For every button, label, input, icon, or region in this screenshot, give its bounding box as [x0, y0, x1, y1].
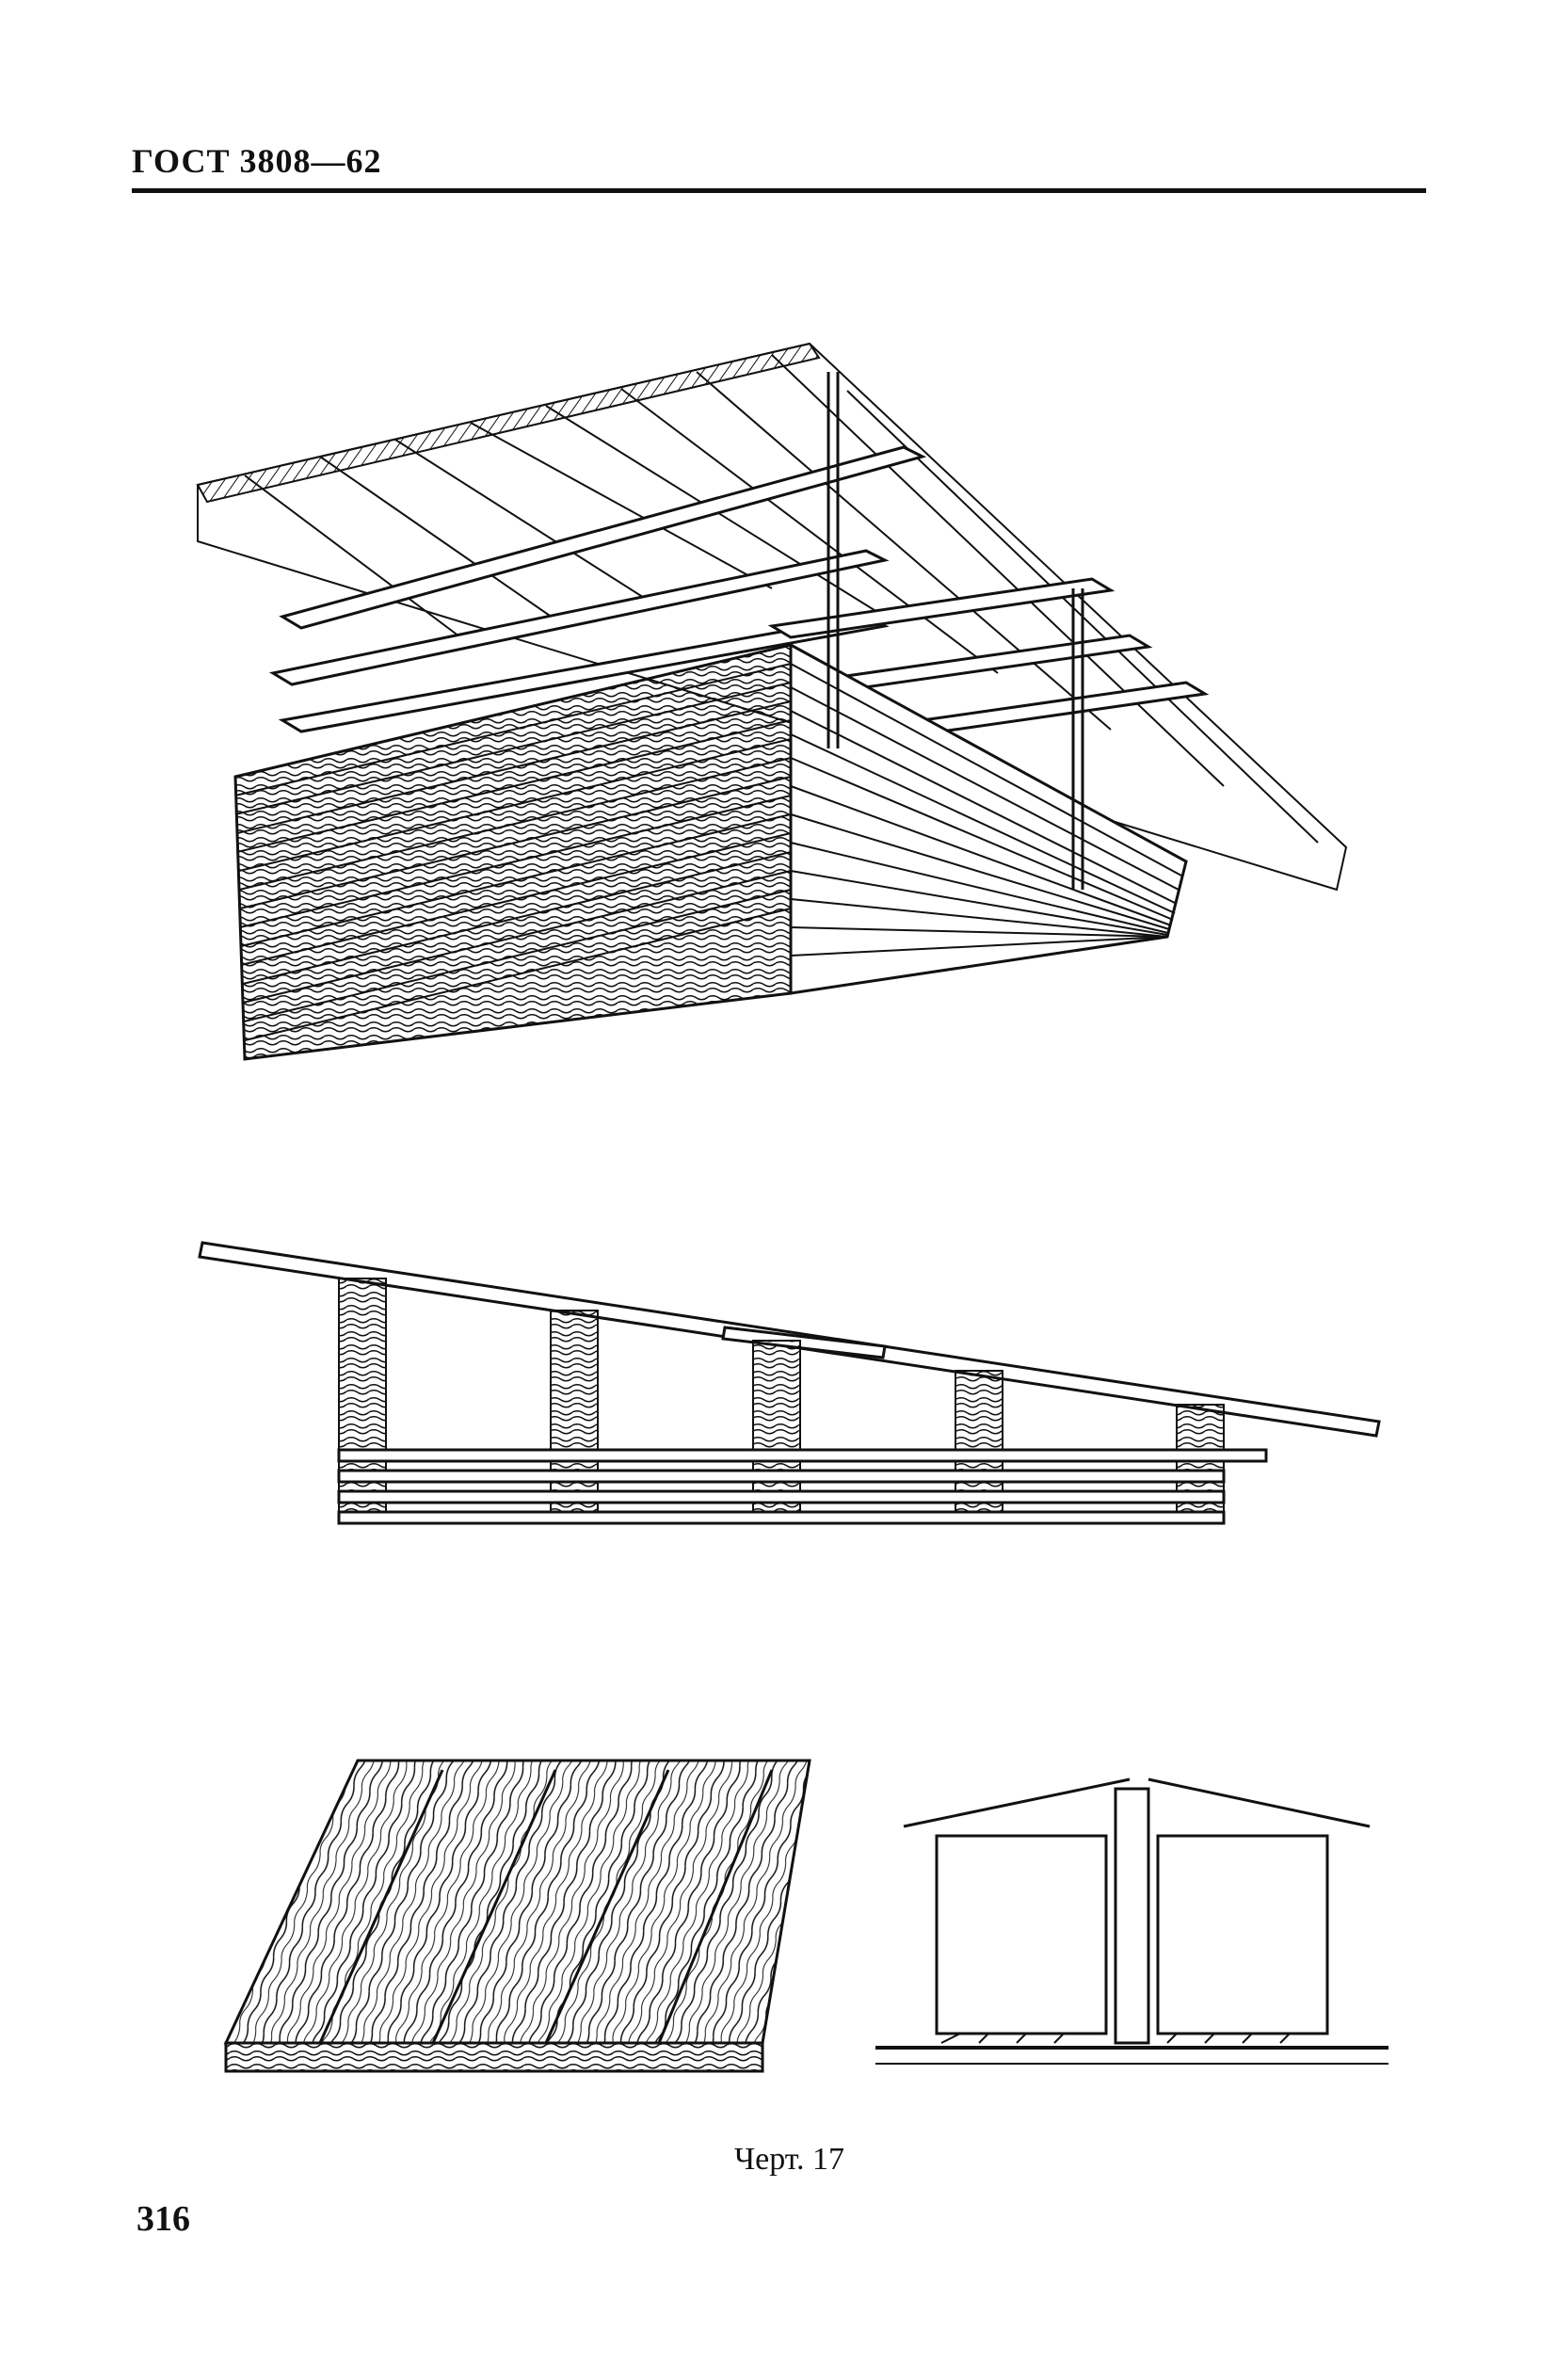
stack-perspective-drawing	[196, 342, 1348, 1061]
shed-elevation-drawing	[875, 1777, 1388, 2065]
figure-caption: Черт. 17	[734, 2142, 845, 2177]
boards-end-grain	[224, 2041, 764, 2073]
roof-edge-board	[196, 342, 821, 504]
roof-overlap-board	[721, 1326, 887, 1359]
center-post	[1114, 1787, 1150, 2045]
header-rule	[132, 188, 1426, 193]
stack-left	[935, 1834, 1108, 2035]
boards-surface	[223, 1759, 811, 2045]
stack-side-view-drawing	[198, 1241, 1381, 1525]
standard-title: ГОСТ 3808—62	[132, 142, 382, 180]
page-number: 316	[136, 2199, 190, 2239]
boards-roof-detail-drawing	[223, 1759, 811, 2073]
stack-right	[1156, 1834, 1329, 2035]
